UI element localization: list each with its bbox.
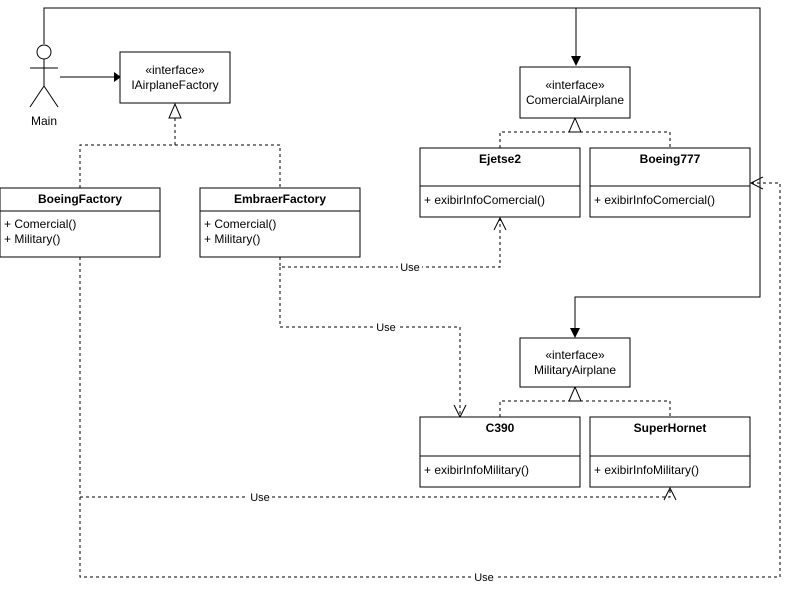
- class-method: + exibirInfoMilitary(): [594, 463, 699, 477]
- interface-name: IAirplaneFactory: [131, 78, 218, 92]
- use-boeing777-label: Use: [474, 572, 494, 584]
- class-superhornet[interactable]: SuperHornet + exibirInfoMilitary(): [589, 416, 751, 488]
- main-actor[interactable]: Main: [29, 44, 59, 128]
- use-boeing777-edge: [79, 182, 781, 578]
- comercial-arrowhead: [571, 56, 581, 66]
- class-method: + Comercial(): [204, 217, 276, 231]
- use-ejetse2-edge: [279, 218, 501, 268]
- interface-iairplanefactory[interactable]: «interface» IAirplaneFactory: [119, 51, 231, 104]
- class-method: + exibirInfoComercial(): [594, 193, 715, 207]
- military-arrowhead: [570, 328, 580, 338]
- class-name: EmbraerFactory: [234, 192, 326, 206]
- class-name: Boeing777: [640, 152, 701, 166]
- class-name: SuperHornet: [634, 421, 707, 435]
- class-method: + Military(): [204, 232, 260, 246]
- class-method: + Comercial(): [4, 217, 76, 231]
- comercial-realization-edge: [499, 131, 671, 148]
- actor-label: Main: [31, 114, 57, 128]
- class-boeingfactory[interactable]: BoeingFactory + Comercial() + Military(): [0, 187, 161, 258]
- interface-militaryairplane[interactable]: «interface» MilitaryAirplane: [519, 337, 631, 388]
- use-superhornet-label: Use: [250, 492, 270, 504]
- comercial-realization-triangle: [568, 116, 582, 133]
- class-c390[interactable]: C390 + exibirInfoMilitary(): [419, 416, 581, 488]
- class-method: + exibirInfoMilitary(): [424, 463, 529, 477]
- class-name: Ejetse2: [479, 152, 521, 166]
- use-ejetse2-label: Use: [400, 262, 420, 274]
- class-boeing777[interactable]: Boeing777 + exibirInfoComercial(): [589, 147, 751, 218]
- use-superhornet-arrow: [663, 486, 677, 501]
- main-to-military-edge: [574, 7, 761, 332]
- interface-stereotype: «interface»: [545, 78, 605, 92]
- use-c390-label: Use: [376, 322, 396, 334]
- interface-stereotype: «interface»: [545, 348, 605, 362]
- military-realization-triangle: [568, 385, 582, 402]
- class-name: C390: [486, 421, 515, 435]
- class-method: + Military(): [4, 232, 60, 246]
- factory-arrowhead: [114, 72, 121, 82]
- use-ejetse2-arrow: [493, 216, 507, 231]
- class-method: + exibirInfoComercial(): [424, 193, 545, 207]
- factory-realization-triangle: [168, 102, 182, 119]
- use-c390-edge: [279, 267, 461, 417]
- class-embraerfactory[interactable]: EmbraerFactory + Comercial() + Military(…: [199, 187, 361, 258]
- use-boeing777-arrow: [749, 176, 764, 190]
- class-name: BoeingFactory: [38, 192, 122, 206]
- interface-stereotype: «interface»: [145, 63, 205, 77]
- actor-stick-figure-icon: [29, 44, 59, 108]
- boeingfactory-realizes-edge: [79, 144, 281, 188]
- class-ejetse2[interactable]: Ejetse2 + exibirInfoComercial(): [419, 147, 581, 218]
- interface-name: ComercialAirplane: [526, 93, 624, 107]
- use-superhornet-edge: [79, 257, 671, 498]
- main-to-comercial-edge: [43, 7, 577, 60]
- military-realization-edge: [499, 400, 671, 417]
- interface-name: MilitaryAirplane: [534, 363, 616, 377]
- interface-comercialairplane[interactable]: «interface» ComercialAirplane: [519, 66, 631, 119]
